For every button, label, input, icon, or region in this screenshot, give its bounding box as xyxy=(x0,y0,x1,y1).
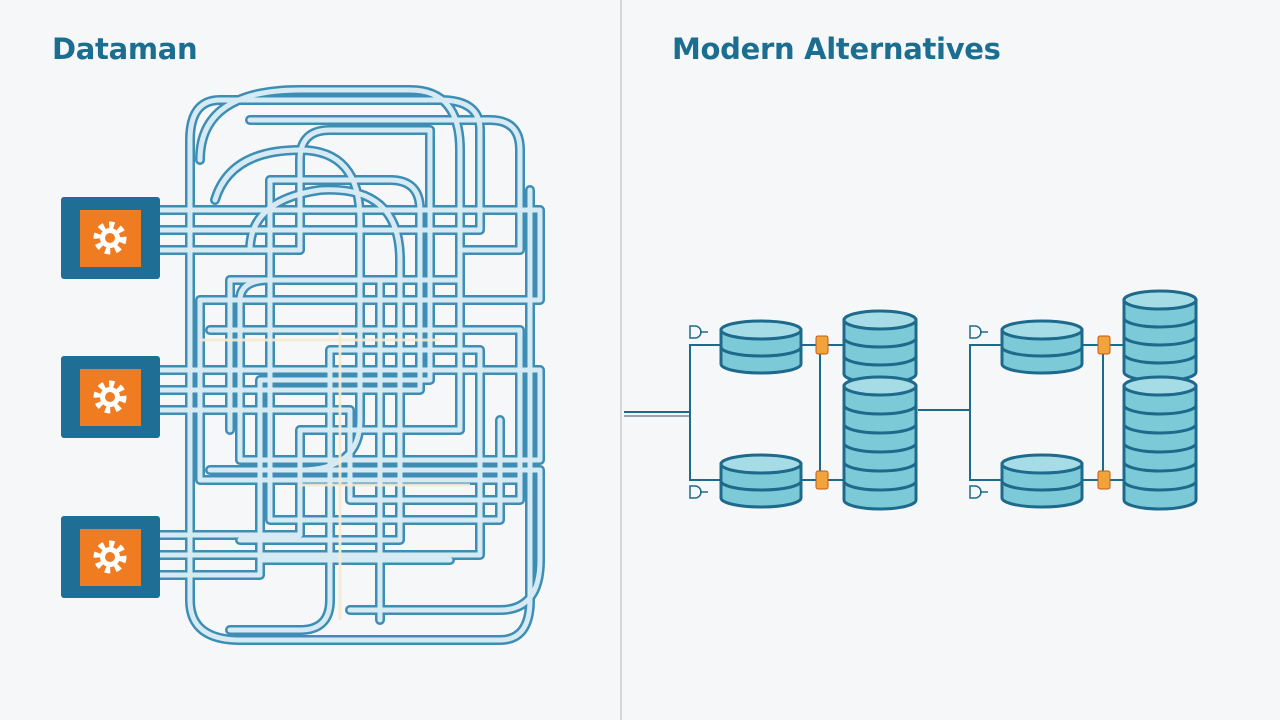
gear-node-1 xyxy=(61,197,160,279)
tangled-pipelines xyxy=(155,85,545,645)
database-icon xyxy=(842,375,918,511)
modern-pipelines xyxy=(624,344,1125,481)
database-icon xyxy=(842,309,918,385)
database-icon xyxy=(1122,289,1198,383)
database-icon xyxy=(1000,319,1084,375)
database-stacks xyxy=(719,289,1198,511)
left-panel-title: Dataman xyxy=(52,32,198,66)
database-icon xyxy=(719,319,803,375)
database-icon xyxy=(1122,375,1198,511)
gear-node-3 xyxy=(61,516,160,598)
connectors xyxy=(815,335,1111,490)
right-panel-title: Modern Alternatives xyxy=(672,32,1001,66)
database-icon xyxy=(719,453,803,509)
gear-icon xyxy=(97,225,123,251)
gear-icon xyxy=(97,544,123,570)
input-markers xyxy=(689,325,988,499)
panel-divider xyxy=(620,0,622,720)
database-icon xyxy=(1000,453,1084,509)
gear-node-2 xyxy=(61,356,160,438)
gear-icon xyxy=(97,384,123,410)
